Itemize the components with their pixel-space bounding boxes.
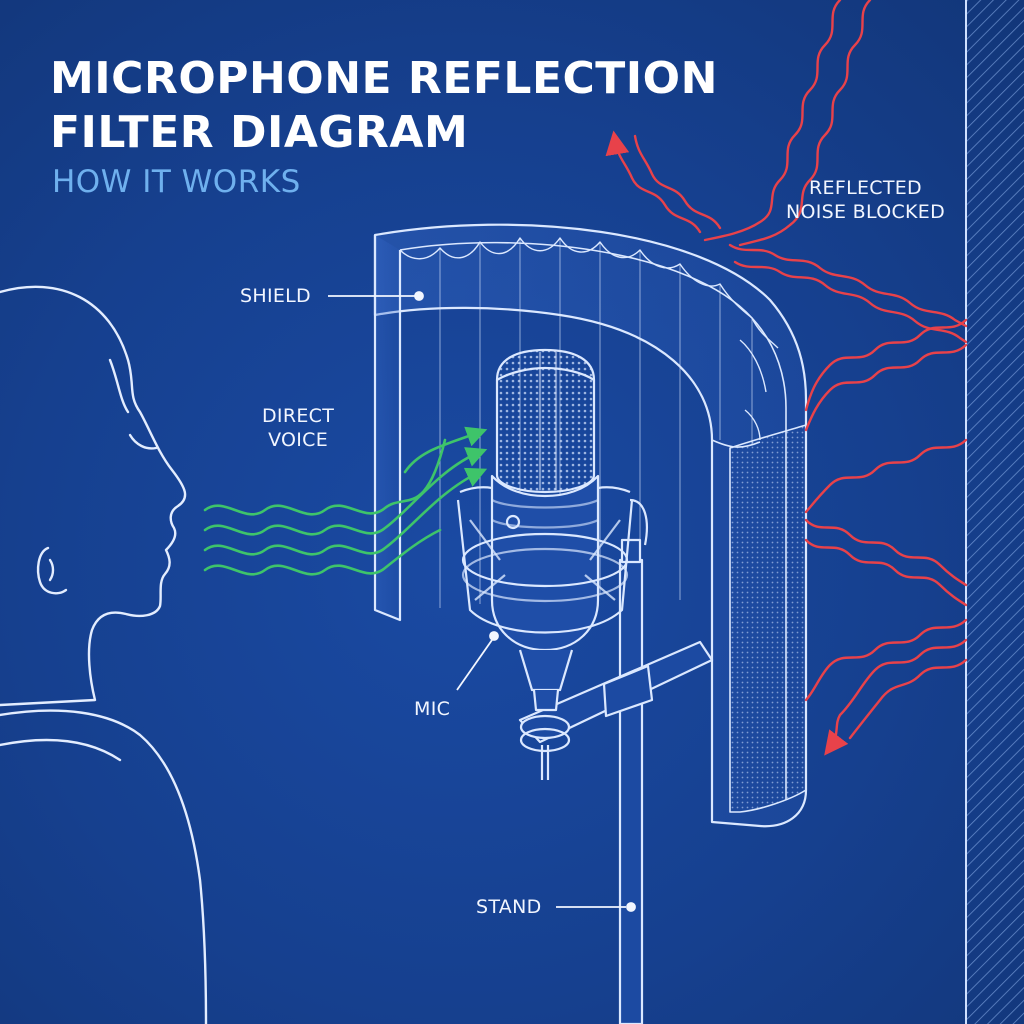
- label-direct-voice: DIRECT VOICE: [262, 404, 334, 452]
- label-stand: STAND: [476, 896, 542, 918]
- title-line-2: FILTER DIAGRAM: [50, 107, 469, 158]
- mic-stand: [518, 498, 714, 1024]
- person-silhouette: [0, 285, 208, 1024]
- reflected-noise-waves: [605, 0, 968, 756]
- hatched-border: [965, 0, 1024, 1024]
- label-reflected-line-2: NOISE BLOCKED: [786, 201, 946, 223]
- label-direct-voice-line-1: DIRECT: [262, 405, 335, 427]
- leader-lines: [328, 291, 636, 912]
- label-shield: SHIELD: [240, 285, 311, 307]
- label-reflected-line-1: REFLECTED: [809, 177, 922, 199]
- diagram-subtitle: HOW IT WORKS: [52, 164, 301, 200]
- title-line-1: MICROPHONE REFLECTION: [50, 53, 718, 104]
- microphone: [456, 348, 634, 712]
- reflection-shield: [373, 223, 808, 828]
- label-mic: MIC: [414, 698, 451, 720]
- label-reflected-noise: REFLECTED NOISE BLOCKED: [786, 176, 945, 224]
- diagram-title: MICROPHONE REFLECTION FILTER DIAGRAM: [50, 52, 718, 160]
- label-direct-voice-line-2: VOICE: [268, 429, 329, 451]
- direct-voice-waves: [203, 432, 480, 576]
